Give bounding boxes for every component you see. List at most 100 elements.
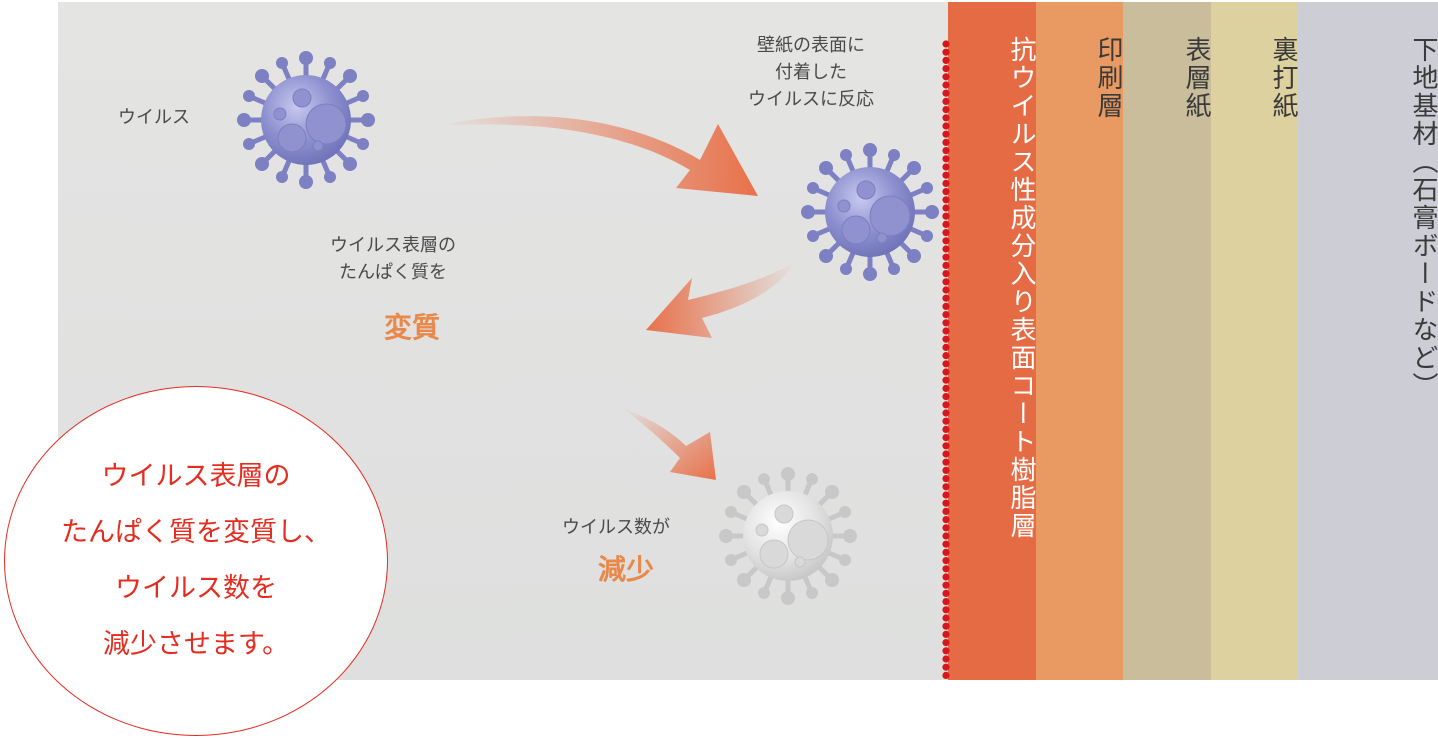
surface-dot [942, 663, 950, 671]
surface-dot [942, 434, 950, 442]
surface-dot [942, 417, 950, 425]
surface-dot [942, 516, 950, 524]
surface-dot [942, 319, 950, 327]
surface-dot [942, 97, 950, 105]
surface-dot [942, 499, 950, 507]
surface-dot [942, 40, 950, 48]
surface-dot [942, 245, 950, 253]
surface-dot [942, 565, 950, 573]
surface-dot [942, 606, 950, 614]
surface-dot [942, 229, 950, 237]
surface-dot [942, 425, 950, 433]
layer-print-label: 印刷層 [1093, 36, 1123, 120]
surface-dot [942, 130, 950, 138]
label-protein: ウイルス表層の たんぱく質を [330, 235, 456, 283]
surface-dot [942, 639, 950, 647]
layer-print: 印刷層 [1036, 2, 1123, 680]
surface-dot [942, 155, 950, 163]
surface-dot [942, 630, 950, 639]
surface-dot [942, 589, 950, 598]
label-virus: ウイルス [118, 107, 190, 128]
surface-dot [942, 532, 950, 540]
surface-dot [942, 212, 950, 220]
surface-dot [942, 171, 950, 179]
summary-circle: ウイルス表層の たんぱく質を変質し、 ウイルス数を 減少させます。 [4, 386, 388, 736]
layer-base-board-label: 下地基材（石膏ボードなど） [1408, 36, 1438, 400]
label-denature: 変質 [384, 311, 441, 344]
surface-dot [942, 56, 950, 64]
surface-dot [942, 458, 950, 466]
surface-dot [942, 655, 950, 663]
surface-dot [942, 548, 950, 557]
arrow-to-denature [646, 262, 796, 338]
surface-dot [942, 491, 950, 499]
surface-dot [942, 475, 950, 483]
layer-surface-paper-label: 表層紙 [1181, 36, 1211, 120]
layer-antiviral-coat-label: 抗ウイルス性成分入り表面コート樹脂層 [1006, 36, 1036, 540]
surface-dot [942, 311, 950, 319]
surface-dot [942, 524, 950, 532]
surface-dot [942, 466, 950, 474]
surface-dot [942, 114, 950, 122]
surface-dot [942, 89, 950, 97]
surface-dot [942, 81, 950, 89]
label-count: ウイルス数が [562, 517, 670, 538]
virus-icon-original [237, 51, 375, 189]
surface-dot [942, 647, 950, 655]
surface-dot [942, 163, 950, 171]
layer-backing-paper-label: 裏打紙 [1268, 36, 1298, 120]
surface-dot [942, 598, 950, 606]
surface-dot [942, 368, 950, 376]
surface-dot [942, 65, 950, 73]
surface-dot [942, 442, 950, 450]
surface-dot [942, 401, 950, 409]
layer-base-board: 下地基材（石膏ボードなど） [1298, 2, 1438, 680]
surface-dot [942, 581, 950, 589]
virus-icon-attached [801, 143, 939, 281]
surface-dot [942, 483, 950, 491]
surface-dot [942, 196, 950, 204]
surface-dot [942, 393, 950, 401]
surface-dot [942, 73, 950, 81]
surface-dot [942, 48, 950, 56]
label-reaction: 壁紙の表面に 付着した ウイルスに反応 [748, 35, 874, 110]
surface-dot [942, 540, 950, 548]
surface-dot [942, 237, 950, 245]
arrow-to-decrease [622, 408, 716, 480]
surface-dot [942, 270, 950, 278]
surface-dot [942, 106, 950, 114]
surface-dot [942, 286, 950, 294]
surface-dot [942, 622, 950, 630]
layer-surface-paper: 表層紙 [1123, 2, 1211, 680]
surface-dot [942, 384, 950, 392]
surface-dot [942, 376, 950, 384]
surface-dot [942, 261, 950, 269]
virus-icon-denaturing [479, 267, 617, 405]
label-decrease: 減少 [598, 553, 655, 586]
surface-dot [942, 278, 950, 286]
arrow-to-wall [436, 116, 758, 196]
antiviral-surface-dots [942, 40, 950, 680]
surface-dot [942, 122, 950, 130]
surface-dot [942, 204, 950, 212]
surface-dot [942, 188, 950, 196]
surface-dot [942, 507, 950, 515]
surface-dot [942, 557, 950, 565]
summary-text: ウイルス表層の たんぱく質を変質し、 ウイルス数を 減少させます。 [61, 461, 331, 660]
surface-dot [942, 335, 950, 343]
surface-dot [942, 220, 950, 228]
surface-dot [942, 671, 950, 680]
surface-dot [942, 360, 950, 368]
surface-dot [942, 179, 950, 187]
layer-backing-paper: 裏打紙 [1211, 2, 1298, 680]
surface-dot [942, 327, 950, 335]
surface-dot [942, 294, 950, 302]
surface-dot [942, 302, 950, 310]
surface-dot [942, 253, 950, 261]
layer-antiviral-coat: 抗ウイルス性成分入り表面コート樹脂層 [948, 2, 1036, 680]
surface-dot [942, 573, 950, 581]
surface-dot [942, 614, 950, 622]
surface-dot [942, 147, 950, 155]
surface-dot [942, 138, 950, 146]
